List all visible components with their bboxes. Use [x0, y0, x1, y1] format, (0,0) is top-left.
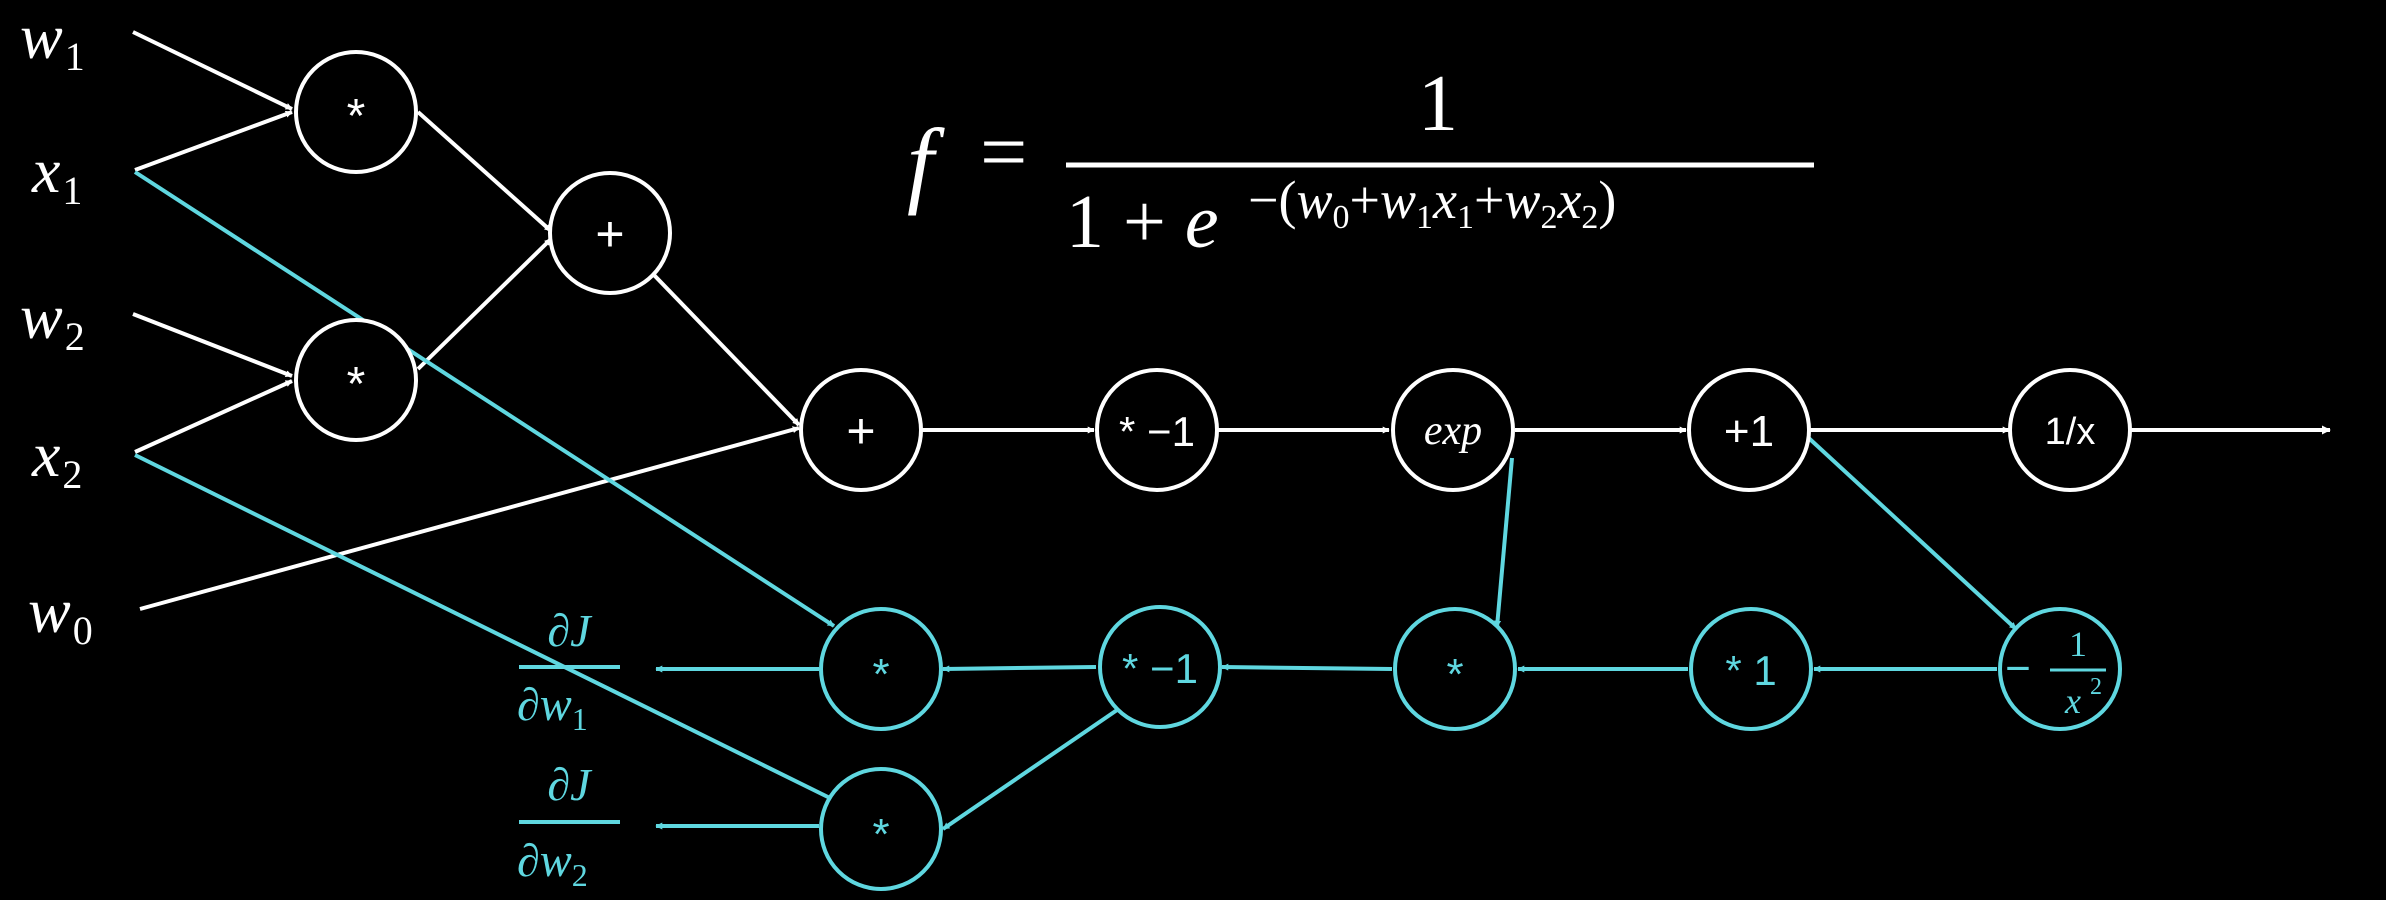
edge-x1-mulw1: [133, 170, 836, 628]
edge-neg-mulw2: [941, 706, 1122, 831]
gradient-dw1-numerator: ∂J: [547, 605, 593, 656]
input-w0: w0: [28, 575, 93, 653]
node-add2-label: +: [846, 403, 875, 459]
node-mul2-label: *: [347, 358, 366, 411]
node-mul1-label: *: [347, 90, 366, 143]
formula-e: e: [1185, 180, 1219, 264]
formula-lhs: f: [907, 109, 945, 216]
node-mul2: *: [294, 318, 418, 442]
node-times-one: * 1: [1689, 607, 1813, 731]
node-recip: 1/x: [2008, 368, 2132, 492]
node-exp-label: exp: [1424, 408, 1482, 454]
formula: f = 1 1 + e −(w0+w1x1+w2x2): [907, 60, 1814, 264]
node-plus-one-label: +1: [1724, 407, 1774, 456]
edge-w1-mul1: [132, 30, 293, 111]
formula-denominator: 1 + e: [1066, 180, 1219, 264]
node-recip-grad: − 1 x 2: [1998, 607, 2122, 731]
node-mul-w1: *: [819, 607, 943, 731]
edge-neg-mulw1: [942, 665, 1097, 673]
node-mul-exp: *: [1393, 607, 1517, 731]
node-recip-grad-numerator: 1: [2069, 624, 2087, 664]
node-neg-label: * −1: [1119, 408, 1195, 455]
formula-denominator-prefix: 1 +: [1066, 180, 1185, 264]
edge-x1-mul1: [134, 110, 293, 172]
formula-numerator: 1: [1418, 60, 1458, 148]
node-recip-grad-den-base: x: [2064, 681, 2081, 721]
node-add2: +: [799, 368, 923, 492]
edge-add1-add2: [651, 272, 801, 427]
node-mul-w2: *: [819, 767, 943, 891]
node-neg-grad: * −1: [1098, 605, 1222, 729]
input-w2: w2: [20, 281, 85, 359]
node-recip-grad-sign: −: [2005, 644, 2031, 693]
node-mul-w1-label: *: [872, 650, 889, 699]
node-mul1: *: [294, 50, 418, 174]
input-x1: x1: [31, 135, 82, 213]
edge-x2-mul2: [134, 379, 293, 454]
node-mul-exp-label: *: [1446, 650, 1463, 699]
edge-mulexp-neg: [1221, 663, 1393, 671]
node-mul-w2-label: *: [872, 810, 889, 859]
node-exp: exp: [1391, 368, 1515, 492]
edge-plusone-recipgrad: [1798, 428, 2018, 631]
edge-w0-add2: [139, 426, 800, 611]
gradient-dw2-denominator: ∂w2: [517, 834, 588, 893]
gradient-dw1-denominator: ∂w1: [517, 678, 588, 737]
node-times-one-label: * 1: [1725, 647, 1776, 694]
gradient-dw2: ∂J ∂w2: [517, 759, 620, 893]
node-neg-grad-label: * −1: [1122, 645, 1198, 692]
backward-edges: [133, 170, 2018, 831]
edge-x2-mulw2: [134, 453, 835, 802]
gradient-dw2-numerator: ∂J: [547, 759, 593, 810]
edge-mul2-add1: [416, 237, 553, 371]
node-add1: +: [548, 171, 672, 295]
edge-mul1-add1: [416, 110, 553, 233]
input-x2: x2: [31, 419, 82, 497]
node-neg: * −1: [1095, 368, 1219, 492]
edge-w2-mul2: [132, 312, 293, 378]
node-recip-label: 1/x: [2045, 411, 2096, 453]
formula-equals: =: [980, 106, 1027, 199]
forward-edges: [132, 30, 2331, 611]
node-recip-grad-den-exp: 2: [2090, 674, 2102, 700]
node-plus-one: +1: [1687, 368, 1811, 492]
gradient-dw1: ∂J ∂w1: [517, 605, 620, 737]
node-add1-label: +: [595, 206, 624, 262]
formula-exponent: −(w0+w1x1+w2x2): [1248, 170, 1616, 236]
input-w1: w1: [20, 1, 85, 79]
edge-exp-mulexp: [1494, 457, 1514, 628]
input-labels: w1 x1 w2 x2 w0: [20, 1, 93, 653]
backward-nodes: * * * −1 * * 1 − 1 x 2: [819, 605, 2122, 891]
forward-nodes: * * + + * −1 exp +1 1/x: [294, 50, 2132, 492]
